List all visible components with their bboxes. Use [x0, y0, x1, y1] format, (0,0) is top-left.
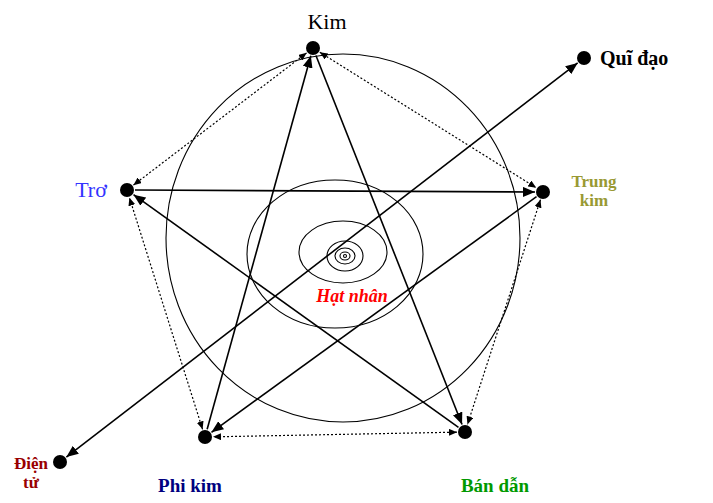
element-kim: Kim [306, 41, 320, 55]
orbit-loop [340, 252, 350, 260]
relation-arrow [316, 55, 462, 424]
transition-dotted-arrow [129, 198, 202, 430]
relation-arrow [135, 190, 535, 192]
node-label: Quĩ đạo [600, 47, 668, 69]
transition-dotted-arrow [133, 53, 306, 185]
node-label: Điện tử [9, 455, 53, 492]
orbit-loop [335, 248, 355, 264]
orbit-loop [327, 241, 363, 271]
orbit-loop [299, 221, 387, 283]
node-label: Trơ [75, 178, 107, 202]
orbit-loop [166, 54, 520, 422]
orbit-loop [344, 255, 347, 258]
node-label: Trung kim [563, 173, 625, 210]
element-trung-kim: Trung kim [536, 185, 550, 199]
node-label: Bán dẫn [461, 476, 529, 497]
element-tro: Trơ [120, 183, 134, 197]
transition-dotted-arrow [213, 432, 457, 437]
node-label: Phi kim [158, 476, 222, 497]
electron-point: Điện tử [53, 455, 67, 469]
relation-arrow [134, 195, 459, 428]
transition-dotted-arrow [467, 200, 540, 425]
relation-arrow [66, 63, 577, 457]
element-phi-kim: Phi kim [198, 430, 212, 444]
relation-arrow [207, 56, 311, 430]
nucleus-label: Hạt nhân [316, 287, 388, 307]
element-ban-dan: Bán dẫn [458, 425, 472, 439]
node-label: Kim [307, 10, 346, 34]
transition-dotted-arrow [320, 52, 536, 188]
relation-arrow [211, 197, 536, 433]
orbit-point: Quĩ đạo [577, 51, 591, 65]
